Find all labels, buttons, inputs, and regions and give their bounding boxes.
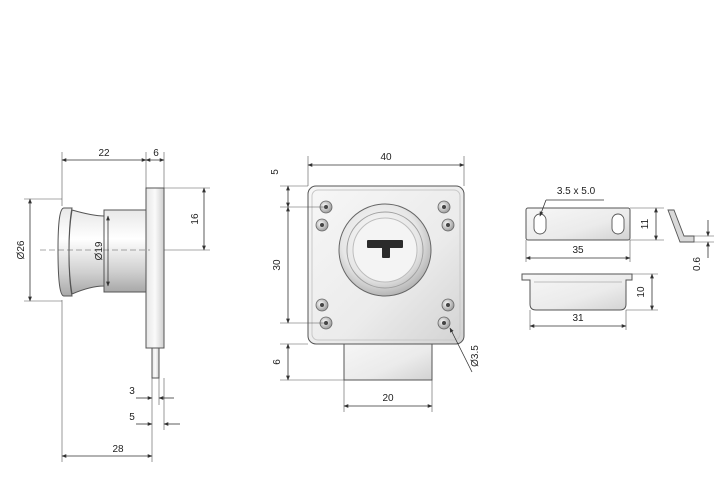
strike-profile — [667, 209, 695, 243]
key-cylinder-icon — [338, 203, 432, 297]
front-bolt — [343, 339, 433, 381]
bracket-view: 10 31 — [521, 273, 658, 330]
screw-top-right-2-icon — [441, 218, 455, 232]
screw-top-right-icon — [437, 200, 451, 214]
dim-front-40: 40 — [380, 152, 392, 163]
dim-strike-11: 11 — [640, 218, 651, 229]
dim-bracket-31: 31 — [572, 313, 584, 324]
dim-front-5: 5 — [270, 169, 281, 175]
front-view: 40 5 30 6 20 Ø3.5 — [270, 152, 481, 412]
dim-front-20: 20 — [382, 393, 394, 404]
dim-strike-06: 0.6 — [692, 257, 703, 271]
side-cylinder — [103, 209, 147, 293]
dim-side-d19: Ø19 — [94, 241, 105, 260]
strike-plate — [525, 207, 631, 241]
slot-left — [533, 213, 547, 235]
side-neck — [68, 209, 105, 295]
dim-side-16: 16 — [190, 213, 201, 225]
dim-front-6: 6 — [272, 359, 283, 365]
side-view: 22 6 16 Ø26 Ø19 3 5 28 — [16, 148, 210, 462]
dim-side-5: 5 — [129, 412, 135, 423]
screw-bottom-right-icon — [441, 298, 455, 312]
screw-bottom-right-2-icon — [437, 316, 451, 330]
side-pin — [151, 347, 160, 379]
dim-front-d35: Ø3.5 — [470, 345, 481, 367]
dim-bracket-10: 10 — [636, 286, 647, 298]
bracket — [521, 273, 633, 311]
strike-plate-view: 3.5 x 5.0 35 11 0.6 — [525, 186, 714, 271]
dim-side-6: 6 — [153, 148, 159, 159]
dim-side-3: 3 — [129, 386, 135, 397]
dim-front-30: 30 — [272, 259, 283, 271]
screw-top-left-2-icon — [315, 218, 329, 232]
screw-bottom-left-icon — [315, 298, 329, 312]
dim-side-22: 22 — [98, 148, 110, 159]
dim-strike-slot: 3.5 x 5.0 — [557, 186, 596, 197]
dim-strike-35: 35 — [572, 245, 584, 256]
dim-side-28: 28 — [112, 444, 124, 455]
side-plate — [145, 187, 165, 349]
slot-right — [611, 213, 625, 235]
dim-side-d26: Ø26 — [16, 240, 27, 259]
